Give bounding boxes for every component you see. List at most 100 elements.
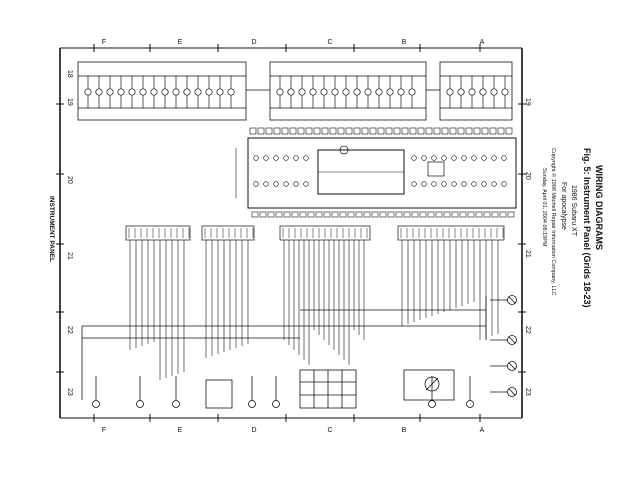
connector-pin: [459, 211, 467, 218]
lamp-filament: [508, 296, 516, 304]
bulb-symbol: [95, 88, 103, 96]
bulb-symbol: [490, 88, 498, 96]
copyright-line: Copyright © 1998 Mitchell Repair Informa…: [550, 148, 557, 296]
connector-pin: [449, 127, 457, 135]
bulb-symbol: [446, 88, 454, 96]
terminal: [293, 181, 299, 187]
lamp-filament: [508, 388, 516, 396]
bulb-symbol: [397, 88, 405, 96]
connector-pin: [353, 127, 361, 135]
row-letter: E: [178, 39, 183, 46]
connector-pin: [443, 211, 451, 218]
terminal: [283, 155, 289, 161]
lamp-filament: [508, 362, 516, 370]
connector-pin: [475, 211, 483, 218]
bulb-symbol: [128, 88, 136, 96]
connector-pin: [507, 211, 515, 218]
bulb-symbol: [227, 88, 235, 96]
grid-number: 22: [66, 326, 73, 334]
terminal: [253, 181, 259, 187]
terminal: [441, 155, 447, 161]
grid-number: 18: [66, 70, 73, 78]
row-letter: D: [251, 39, 256, 46]
connector-pin: [249, 127, 257, 135]
connector-pin: [387, 211, 395, 218]
connector-pin: [467, 211, 475, 218]
connector-pin: [369, 127, 377, 135]
grid-number: 23: [66, 388, 73, 396]
grid-number: 23: [524, 388, 531, 396]
bulb-symbol: [342, 88, 350, 96]
terminal: [451, 181, 457, 187]
connector-pin: [419, 211, 427, 218]
instrument-panel-label: INSTRUMENT PANEL: [48, 196, 55, 262]
bulb-symbol: [331, 88, 339, 96]
bulb-symbol: [320, 88, 328, 96]
grid-number: 19: [66, 98, 73, 106]
connector-pin: [505, 127, 513, 135]
row-letter: A: [480, 39, 485, 46]
connector-pin: [393, 127, 401, 135]
row-letter: E: [178, 427, 183, 434]
connector-pin: [251, 211, 259, 218]
terminal: [491, 181, 497, 187]
connector-pin: [481, 127, 489, 135]
connector-pin: [347, 211, 355, 218]
connector-pin: [305, 127, 313, 135]
terminal: [263, 155, 269, 161]
terminal: [501, 155, 507, 161]
grid-number: 20: [524, 172, 531, 180]
terminal: [293, 155, 299, 161]
connector-pin: [465, 127, 473, 135]
row-letter: B: [402, 39, 407, 46]
vehicle-model: 1986 Subaru XT: [570, 185, 577, 237]
terminal: [481, 155, 487, 161]
combination-meter: [235, 137, 517, 209]
connector-pin: [473, 127, 481, 135]
terminal: [451, 155, 457, 161]
bus-wires: [81, 296, 487, 400]
bulb-symbol: [106, 88, 114, 96]
terminal: [421, 181, 427, 187]
connector-pin: [491, 211, 499, 218]
connector-pin: [483, 211, 491, 218]
bulb-symbol: [172, 88, 180, 96]
ground-symbol: [272, 400, 280, 408]
connector-pin: [363, 211, 371, 218]
connector-pin: [489, 127, 497, 135]
row-letter: C: [327, 39, 332, 46]
connector-pin: [403, 211, 411, 218]
connector-pin: [257, 127, 265, 135]
terminal: [481, 181, 487, 187]
lamp-symbols: [490, 295, 517, 397]
bulb-symbol: [139, 88, 147, 96]
connector-pin: [315, 211, 323, 218]
for-line: For apocalypse: [560, 182, 567, 230]
connector-pin: [379, 211, 387, 218]
terminal: [441, 181, 447, 187]
bulb-symbol: [364, 88, 372, 96]
connector-pin: [417, 127, 425, 135]
ground-symbol: [136, 400, 144, 408]
terminal: [273, 181, 279, 187]
connector-pin: [427, 211, 435, 218]
connector-pin: [329, 127, 337, 135]
terminal: [303, 155, 309, 161]
ground-symbols: [92, 376, 474, 408]
row-letters-bottom: A B C D E F: [102, 427, 485, 434]
row-letter: C: [327, 427, 332, 434]
terminal: [303, 181, 309, 187]
bulb-symbol: [117, 88, 125, 96]
gauge-cluster-strip: [77, 61, 513, 121]
bulb-symbol: [287, 88, 295, 96]
connector-pin: [457, 127, 465, 135]
grid-number: 20: [66, 176, 73, 184]
bulb-symbol: [194, 88, 202, 96]
connector-pin: [409, 127, 417, 135]
diagram-heading: WIRING DIAGRAMS: [594, 165, 604, 250]
connector-pin: [371, 211, 379, 218]
connector-pin: [291, 211, 299, 218]
row-letter: A: [480, 427, 485, 434]
bulb-symbol: [150, 88, 158, 96]
switch-blocks: [205, 369, 455, 409]
